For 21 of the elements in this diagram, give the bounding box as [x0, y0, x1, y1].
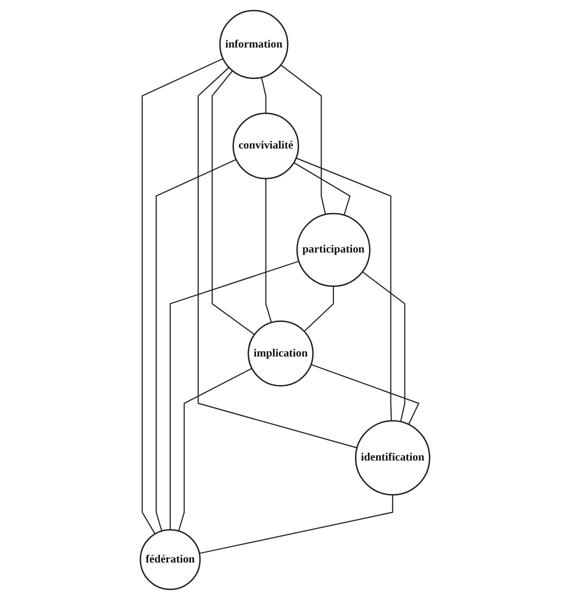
- connector: [280, 64, 326, 215]
- node-circle: participation: [296, 212, 370, 287]
- connector: [362, 271, 406, 422]
- connector: [142, 58, 224, 534]
- connector: [198, 67, 358, 448]
- node-circle: fédération: [140, 529, 201, 590]
- node-circle: information: [219, 10, 288, 80]
- connector: [156, 158, 236, 532]
- node-circle: identification: [354, 420, 430, 496]
- connector: [199, 494, 394, 554]
- connector: [304, 286, 334, 332]
- connector: [310, 364, 420, 425]
- node-circle: implication: [248, 320, 314, 387]
- connector: [265, 178, 272, 323]
- connector: [170, 260, 300, 530]
- connector: [212, 70, 255, 335]
- node-circle: convivialité: [232, 112, 300, 180]
- connector: [260, 77, 266, 114]
- connector: [294, 162, 351, 216]
- connector: [296, 158, 392, 421]
- connector: [178, 368, 252, 532]
